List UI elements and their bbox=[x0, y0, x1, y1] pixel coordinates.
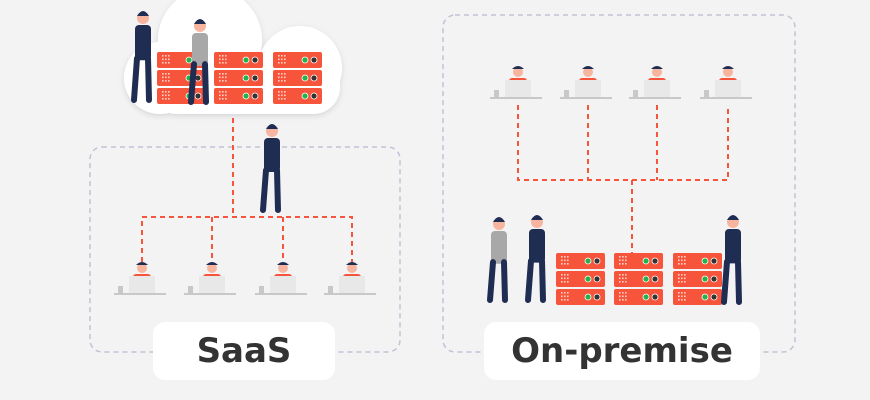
person-talking-dark bbox=[525, 215, 546, 303]
on-premise-workstation-1 bbox=[490, 66, 542, 99]
saas-workstation-2 bbox=[184, 262, 236, 295]
on-premise-workstation-2 bbox=[560, 66, 612, 99]
on-premise-workstation-3 bbox=[629, 66, 681, 99]
person-with-laptop-on-premise bbox=[721, 215, 742, 305]
saas-label: SaaS bbox=[153, 322, 335, 380]
person-walking bbox=[188, 19, 209, 105]
person-pointing bbox=[260, 124, 281, 213]
saas-workstation-3 bbox=[255, 262, 307, 295]
on-premise-server-2 bbox=[614, 253, 663, 305]
saas-workstation-1 bbox=[114, 262, 166, 295]
saas-network-links bbox=[141, 118, 353, 262]
person-with-laptop bbox=[131, 11, 152, 103]
on-premise-network-links bbox=[517, 105, 729, 253]
on-premise-label: On-premise bbox=[484, 322, 760, 380]
on-premise-server-3 bbox=[673, 253, 722, 305]
saas-workstation-4 bbox=[324, 262, 376, 295]
cloud-server-2 bbox=[214, 52, 263, 104]
on-premise-dashed-frame bbox=[442, 14, 796, 353]
on-premise-server-1 bbox=[556, 253, 605, 305]
person-talking-grey bbox=[487, 217, 508, 303]
on-premise-workstation-4 bbox=[700, 66, 752, 99]
cloud-server-3 bbox=[273, 52, 322, 104]
